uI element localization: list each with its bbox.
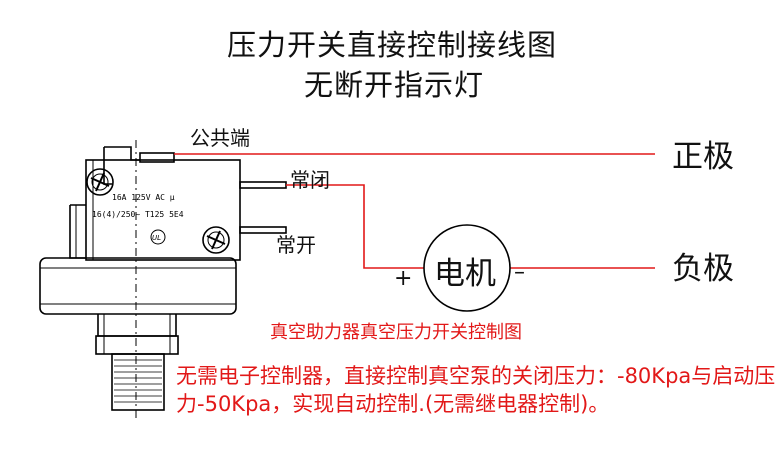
diagram-caption: 真空助力器真空压力开关控制图 — [270, 322, 522, 343]
diagram-title: 压力开关直接控制接线图 — [226, 28, 557, 62]
diagram-subtitle: 无断开指示灯 — [303, 68, 484, 102]
label-negative: 负极 — [672, 251, 734, 287]
switch-rating-text: 16A 125V AC μ — [112, 193, 175, 202]
screw-icon — [86, 168, 114, 196]
motor-symbol — [423, 224, 511, 312]
wire-nc-to-motor — [286, 184, 424, 269]
label-normally-closed: 常闭 — [290, 168, 330, 192]
label-common: 公共端 — [190, 126, 250, 150]
microswitch-body — [85, 159, 241, 261]
switch-spec-text: 16(4)/250~ T125 5E4 — [92, 210, 184, 219]
pressure-switch — [39, 146, 287, 411]
label-normally-open: 常开 — [276, 233, 316, 257]
switch-base — [39, 257, 237, 315]
ul-cert-logo: UL — [150, 229, 166, 245]
label-positive: 正极 — [672, 139, 734, 175]
svg-text:UL: UL — [152, 234, 161, 242]
terminal-no — [239, 226, 287, 234]
wiring — [174, 153, 655, 269]
description-note: 无需电子控制器，直接控制真空泵的关闭压力：-80Kpa与启动压力-50Kpa，实… — [176, 364, 776, 416]
label-minus: – — [514, 260, 525, 285]
label-motor: 电机 — [434, 256, 496, 292]
terminal-nc — [239, 181, 287, 189]
label-plus: + — [394, 266, 413, 291]
screw-icon — [202, 226, 230, 254]
